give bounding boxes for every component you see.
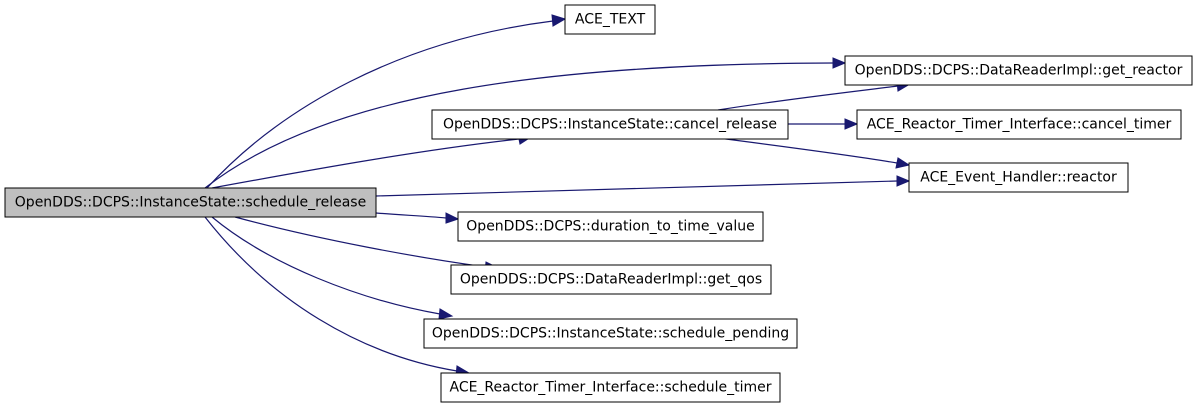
edge-schedule_release-to-duration_to_time_value bbox=[375, 212, 460, 224]
node-duration-to-time-value[interactable]: OpenDDS::DCPS::duration_to_time_value bbox=[457, 211, 764, 242]
edge-schedule_release-to-schedule_pending bbox=[211, 216, 454, 320]
edges bbox=[204, 14, 912, 377]
node-label: OpenDDS::DCPS::InstanceState::schedule_p… bbox=[432, 326, 789, 342]
node-cancel-release[interactable]: OpenDDS::DCPS::InstanceState::cancel_rel… bbox=[431, 109, 789, 140]
node-label: ACE_Reactor_Timer_Interface::schedule_ti… bbox=[449, 380, 771, 396]
node-label: OpenDDS::DCPS::InstanceState::schedule_r… bbox=[15, 195, 366, 211]
node-get-reactor[interactable]: OpenDDS::DCPS::DataReaderImpl::get_react… bbox=[844, 55, 1193, 86]
node-ace-text[interactable]: ACE_TEXT bbox=[564, 4, 656, 35]
node-reactor[interactable]: ACE_Event_Handler::reactor bbox=[908, 162, 1129, 193]
node-label: ACE_Event_Handler::reactor bbox=[920, 170, 1117, 186]
node-schedule-release[interactable]: OpenDDS::DCPS::InstanceState::schedule_r… bbox=[4, 187, 377, 218]
edge-schedule_release-to-ace_text bbox=[206, 14, 567, 189]
node-get-qos[interactable]: OpenDDS::DCPS::DataReaderImpl::get_qos bbox=[450, 264, 772, 295]
node-label: OpenDDS::DCPS::duration_to_time_value bbox=[466, 219, 754, 235]
node-label: ACE_TEXT bbox=[575, 12, 646, 28]
edge-schedule_release-to-get_reactor bbox=[204, 57, 847, 189]
node-label: ACE_Reactor_Timer_Interface::cancel_time… bbox=[867, 117, 1172, 133]
node-schedule-timer[interactable]: ACE_Reactor_Timer_Interface::schedule_ti… bbox=[440, 372, 781, 403]
node-cancel-timer[interactable]: ACE_Reactor_Timer_Interface::cancel_time… bbox=[856, 109, 1182, 140]
edge-cancel_release-to-cancel_timer bbox=[788, 118, 859, 130]
edge-schedule_release-to-reactor bbox=[375, 175, 911, 197]
node-label: OpenDDS::DCPS::DataReaderImpl::get_qos bbox=[460, 272, 762, 288]
edge-cancel_release-to-reactor bbox=[717, 137, 911, 169]
edge-schedule_release-to-cancel_release bbox=[211, 133, 533, 189]
node-label: OpenDDS::DCPS::DataReaderImpl::get_react… bbox=[855, 63, 1183, 79]
node-schedule-pending[interactable]: OpenDDS::DCPS::InstanceState::schedule_p… bbox=[423, 318, 798, 349]
node-label: OpenDDS::DCPS::InstanceState::cancel_rel… bbox=[443, 117, 777, 133]
